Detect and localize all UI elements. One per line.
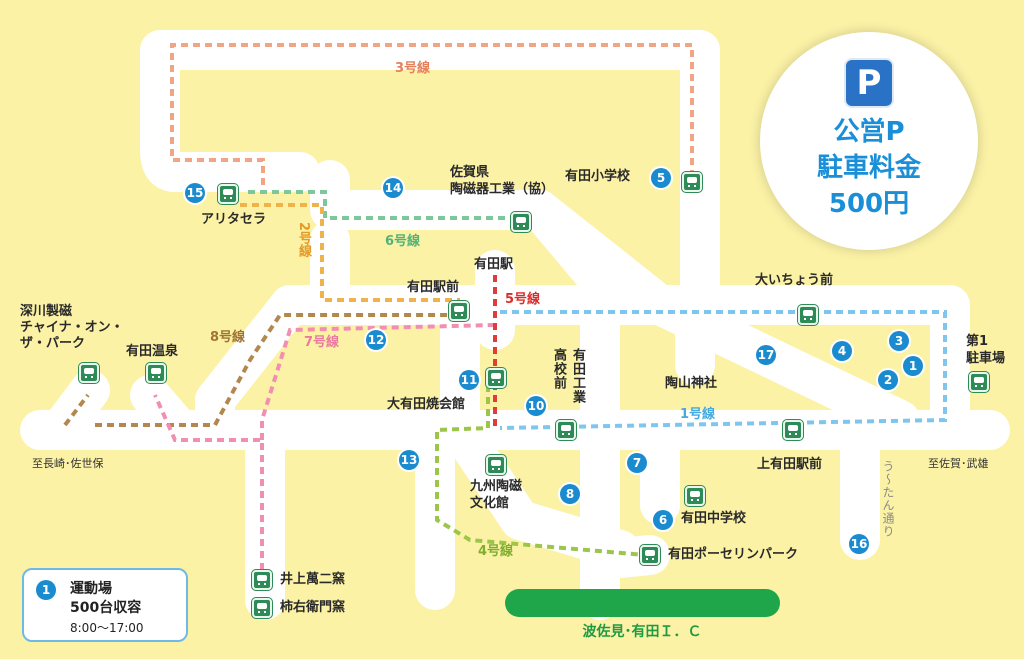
label-to-saga: 至佐賀･武雄 [928,457,989,470]
road-upper [195,285,970,440]
parking-fee-line3: 500円 [828,189,910,219]
label-dai1-parking: 第1 駐車場 [966,334,1006,366]
label-oicho-mae: 大いちょう前 [755,273,834,288]
parking-marker-15[interactable]: 15 [185,183,205,203]
route-2 [240,203,460,302]
parking-marker-2[interactable]: 2 [878,370,898,390]
parking-fee-line1: 公営P [833,117,905,147]
parking-marker-16[interactable]: 16 [849,534,869,554]
parking-marker-10[interactable]: 10 [526,396,546,416]
route-8 [63,313,460,427]
label-arita-eki: 有田駅 [474,257,514,272]
bus-stop-kyushu-toji[interactable] [486,455,506,475]
parking-marker-7[interactable]: 7 [627,453,647,473]
parking-marker-13[interactable]: 13 [399,450,419,470]
bus-routes [63,43,947,570]
bus-stop-arita-shogakko[interactable] [682,172,702,192]
route-1 [499,310,947,430]
label-koko-mae: 高校前 [551,348,566,390]
label-kyushu-toji: 九州陶磁 文化館 [470,479,523,511]
bus-stop-oarita-yakikaikan[interactable] [486,368,506,388]
bus-line-5-label: 5号線 [505,292,541,307]
label-arita-ekimae: 有田駅前 [407,280,460,295]
label-inoue: 井上萬二窯 [280,572,346,587]
parking-marker-14[interactable]: 14 [383,178,403,198]
road-onsen [130,375,200,450]
bus-stop-kami-arita-ekimae[interactable] [783,420,803,440]
parking-fee-badge: P 公営P 駐車料金 500円 [760,32,978,250]
label-utan-dori: う～たん通り [881,460,895,538]
parking-marker-8[interactable]: 8 [560,484,580,504]
legend-parking-marker: 1 [36,580,56,600]
label-porcelain-park: 有田ポーセリンパーク [668,547,799,562]
parking-marker-17[interactable]: 17 [756,345,776,365]
bus-line-1-label: 1号線 [680,407,716,422]
parking-marker-5[interactable]: 5 [651,168,671,188]
parking-marker-11[interactable]: 11 [459,370,479,390]
bus-line-8-label: 8号線 [210,330,246,345]
expressway [505,589,780,617]
route-7 [153,323,496,570]
label-arita-kogyo: 有田工業 [570,348,585,404]
label-oarita-yakikaikan: 大有田焼会館 [387,397,466,412]
bus-line-4-label: 4号線 [478,544,514,559]
bus-stop-saga-kenritsu[interactable] [511,212,531,232]
parking-marker-1[interactable]: 1 [903,356,923,376]
bus-stop-oicho-mae[interactable] [798,305,818,325]
road-north-loop [140,30,720,325]
bus-stop-arita-chugakko[interactable] [685,486,705,506]
bus-stop-fukagawa[interactable] [79,363,99,383]
label-to-nagasaki: 至長崎･佐世保 [32,457,104,470]
road-diagonal [520,190,920,440]
bus-line-2-label: 2号線 [296,222,311,258]
parking-marker-6[interactable]: 6 [653,510,673,530]
parking-marker-3[interactable]: 3 [889,331,909,351]
parking-marker-4[interactable]: 4 [832,341,852,361]
label-arita-onsen: 有田温泉 [126,344,179,359]
bus-stop-kakiemon[interactable] [252,598,272,618]
bus-stop-inoue[interactable] [252,570,272,590]
label-arita-sera: アリタセラ [201,212,267,227]
label-saga-kenritsu: 佐賀県 陶磁器工業（協） [450,165,555,197]
parking-fee-line2: 駐車料金 [816,153,921,183]
legend-name: 運動場 [70,581,112,597]
parking-marker-12[interactable]: 12 [366,330,386,350]
bus-stop-porcelain-park[interactable] [640,545,660,565]
route-6 [248,190,520,220]
bus-stop-koko-mae[interactable] [556,420,576,440]
bus-stop-dai1-parking[interactable] [969,372,989,392]
parking-icon: P [844,58,894,108]
legend-box: 1 運動場 500台収容 8:00〜17:00 [22,568,188,642]
bus-stop-arita-onsen[interactable] [146,363,166,383]
bus-line-7-label: 7号線 [304,335,340,350]
label-kami-arita-ekimae: 上有田駅前 [757,457,823,472]
label-kakiemon: 柿右衛門窯 [280,600,346,615]
legend-hours: 8:00〜17:00 [70,621,144,635]
legend-capacity: 500台収容 [70,600,142,616]
label-hasami-ic: 波佐見･有田Ｉ．Ｃ [582,624,702,640]
label-fukagawa: 深川製磁 チャイナ・オン・ ザ・パーク [20,304,124,351]
route-3 [170,43,694,185]
label-arita-chugakko: 有田中学校 [681,511,747,526]
bus-stop-arita-sera[interactable] [218,184,238,204]
bus-line-3-label: 3号線 [395,61,431,76]
label-toyama-jinja: 陶山神社 [665,376,718,391]
bus-line-6-label: 6号線 [385,234,421,249]
label-arita-shogakko: 有田小学校 [565,169,631,184]
bus-stop-arita-ekimae[interactable] [449,301,469,321]
